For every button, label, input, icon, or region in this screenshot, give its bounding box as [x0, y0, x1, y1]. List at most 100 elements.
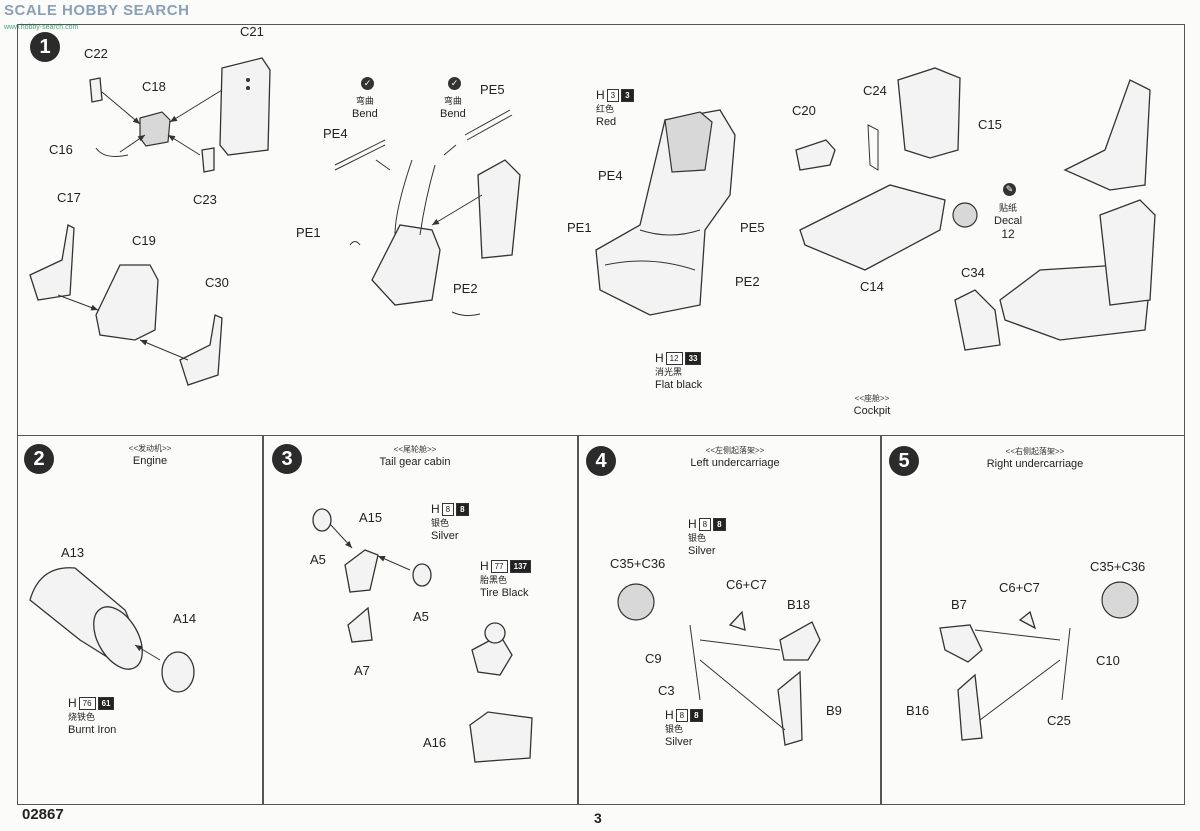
label-c15: C15	[978, 117, 1002, 132]
product-code: 02867	[22, 806, 64, 823]
label-pe2-a: PE2	[453, 281, 478, 296]
label-c9: C9	[645, 651, 662, 666]
paint-burnt-iron-a: 76	[78, 697, 96, 710]
paint-silver-3-a: 8	[441, 503, 455, 516]
bend-en-1: Bend	[352, 108, 378, 120]
paint-silver-3-en: Silver	[431, 530, 459, 542]
label-c6c7-right: C6+C7	[999, 580, 1040, 595]
label-c30: C30	[205, 275, 229, 290]
label-b7: B7	[951, 597, 967, 612]
step-4-title: <<左侧起落架>> Left undercarriage	[660, 444, 810, 470]
bend-cn-2: 弯曲	[443, 96, 462, 106]
paint-flat-black-en: Flat black	[655, 379, 703, 391]
label-c20: C20	[792, 103, 816, 118]
bend-icon-2: ✓	[448, 77, 461, 90]
watermark-url: www.hobby-search.com	[4, 24, 79, 31]
label-a14: A14	[173, 611, 197, 626]
paint-silver-4a-h: H	[688, 517, 697, 531]
paint-flat-black-cn: 消光黑	[655, 367, 683, 377]
paint-silver-4a-en: Silver	[688, 545, 716, 557]
label-c24: C24	[863, 83, 887, 98]
watermark: SCALE HOBBY SEARCH	[4, 2, 189, 19]
cockpit-assembled-drawing	[954, 79, 1156, 351]
label-c16: C16	[49, 142, 73, 157]
part-c16-drawing	[95, 147, 129, 157]
paint-silver-4a-a: 8	[698, 518, 712, 531]
paint-tire-black-a: 77	[490, 560, 508, 573]
part-c23-drawing	[201, 147, 215, 173]
label-c18: C18	[142, 79, 166, 94]
label-a5-a: A5	[310, 552, 326, 567]
step-2-panel	[17, 435, 264, 805]
paint-tire-black-h: H	[480, 559, 489, 573]
bend-label-2: 弯曲 Bend	[440, 95, 466, 121]
label-c22: C22	[84, 46, 108, 61]
label-a16: A16	[423, 735, 447, 750]
step-number-1: 1	[30, 32, 60, 62]
step-5-panel	[880, 435, 1185, 805]
engine-drawing	[29, 567, 195, 693]
paint-silver-4b-en: Silver	[665, 736, 693, 748]
step-3-title: <<尾轮舱>> Tail gear cabin	[345, 443, 485, 469]
label-pe4-a: PE4	[323, 126, 348, 141]
part-c22-drawing	[89, 77, 103, 103]
label-c19: C19	[132, 233, 156, 248]
label-c35c36-left: C35+C36	[610, 556, 666, 571]
paint-red-a: 3	[606, 89, 620, 102]
paint-burnt-iron-cn: 烧铁色	[68, 712, 96, 722]
cockpit-tub-drawing	[795, 67, 978, 271]
right-undercarriage-drawing	[939, 581, 1139, 741]
paint-tire-black-en: Tire Black	[480, 587, 529, 599]
paint-silver-4b-b: 8	[690, 709, 703, 722]
decal-icon: ✎	[1003, 183, 1016, 196]
label-c25: C25	[1047, 713, 1071, 728]
step-4-title-cn: <<左侧起落架>>	[705, 446, 765, 455]
paint-flat-black-h: H	[655, 351, 664, 365]
tail-gear-drawing	[312, 508, 533, 763]
bend-icon-1: ✓	[361, 77, 374, 90]
decal-cn: 贴纸	[999, 203, 1018, 213]
label-c14: C14	[860, 279, 884, 294]
seat-drawing	[595, 109, 736, 316]
step-3-panel	[262, 435, 579, 805]
label-c23: C23	[193, 192, 217, 207]
left-undercarriage-drawing	[617, 583, 821, 746]
part-c17-drawing	[29, 224, 75, 301]
bend-cn-1: 弯曲	[355, 96, 374, 106]
label-pe4-b: PE4	[598, 168, 623, 183]
bend-en-2: Bend	[440, 108, 466, 120]
watermark-text: SCALE HOBBY SEARCH	[4, 2, 190, 19]
label-b18: B18	[787, 597, 811, 612]
step-2-title-cn: <<发动机>>	[128, 444, 172, 453]
paint-silver-4b-h: H	[665, 708, 674, 722]
paint-red-h: H	[596, 88, 605, 102]
step-1-title: <<座舱>> Cockpit	[822, 392, 922, 418]
paint-red-b: 3	[621, 89, 634, 102]
label-pe5-a: PE5	[480, 82, 505, 97]
step-3-title-cn: <<尾轮舱>>	[393, 445, 437, 454]
step-number-4: 4	[586, 446, 616, 476]
label-pe2-b: PE2	[735, 274, 760, 289]
label-pe1-a: PE1	[296, 225, 321, 240]
paint-flat-black-b: 33	[684, 352, 702, 365]
label-c21: C21	[240, 24, 264, 39]
label-c10: C10	[1096, 653, 1120, 668]
step-5-title-en: Right undercarriage	[986, 458, 1084, 470]
label-pe5-b: PE5	[740, 220, 765, 235]
step-number-2: 2	[24, 444, 54, 474]
step-5-title-cn: <<右侧起落架>>	[1005, 447, 1065, 456]
decal-label: 贴纸 Decal 12	[994, 202, 1022, 241]
step-2-title-en: Engine	[132, 455, 168, 467]
label-a7: A7	[354, 663, 370, 678]
paint-tire-black-b: 137	[509, 560, 531, 573]
label-c34: C34	[961, 265, 985, 280]
paint-red-cn: 红色	[596, 104, 615, 114]
decal-en: Decal	[994, 215, 1023, 227]
paint-silver-3-h: H	[431, 502, 440, 516]
step-3-title-en: Tail gear cabin	[379, 456, 451, 468]
step-2-title: <<发动机>> Engine	[90, 442, 210, 468]
paint-silver-3-b: 8	[456, 503, 469, 516]
